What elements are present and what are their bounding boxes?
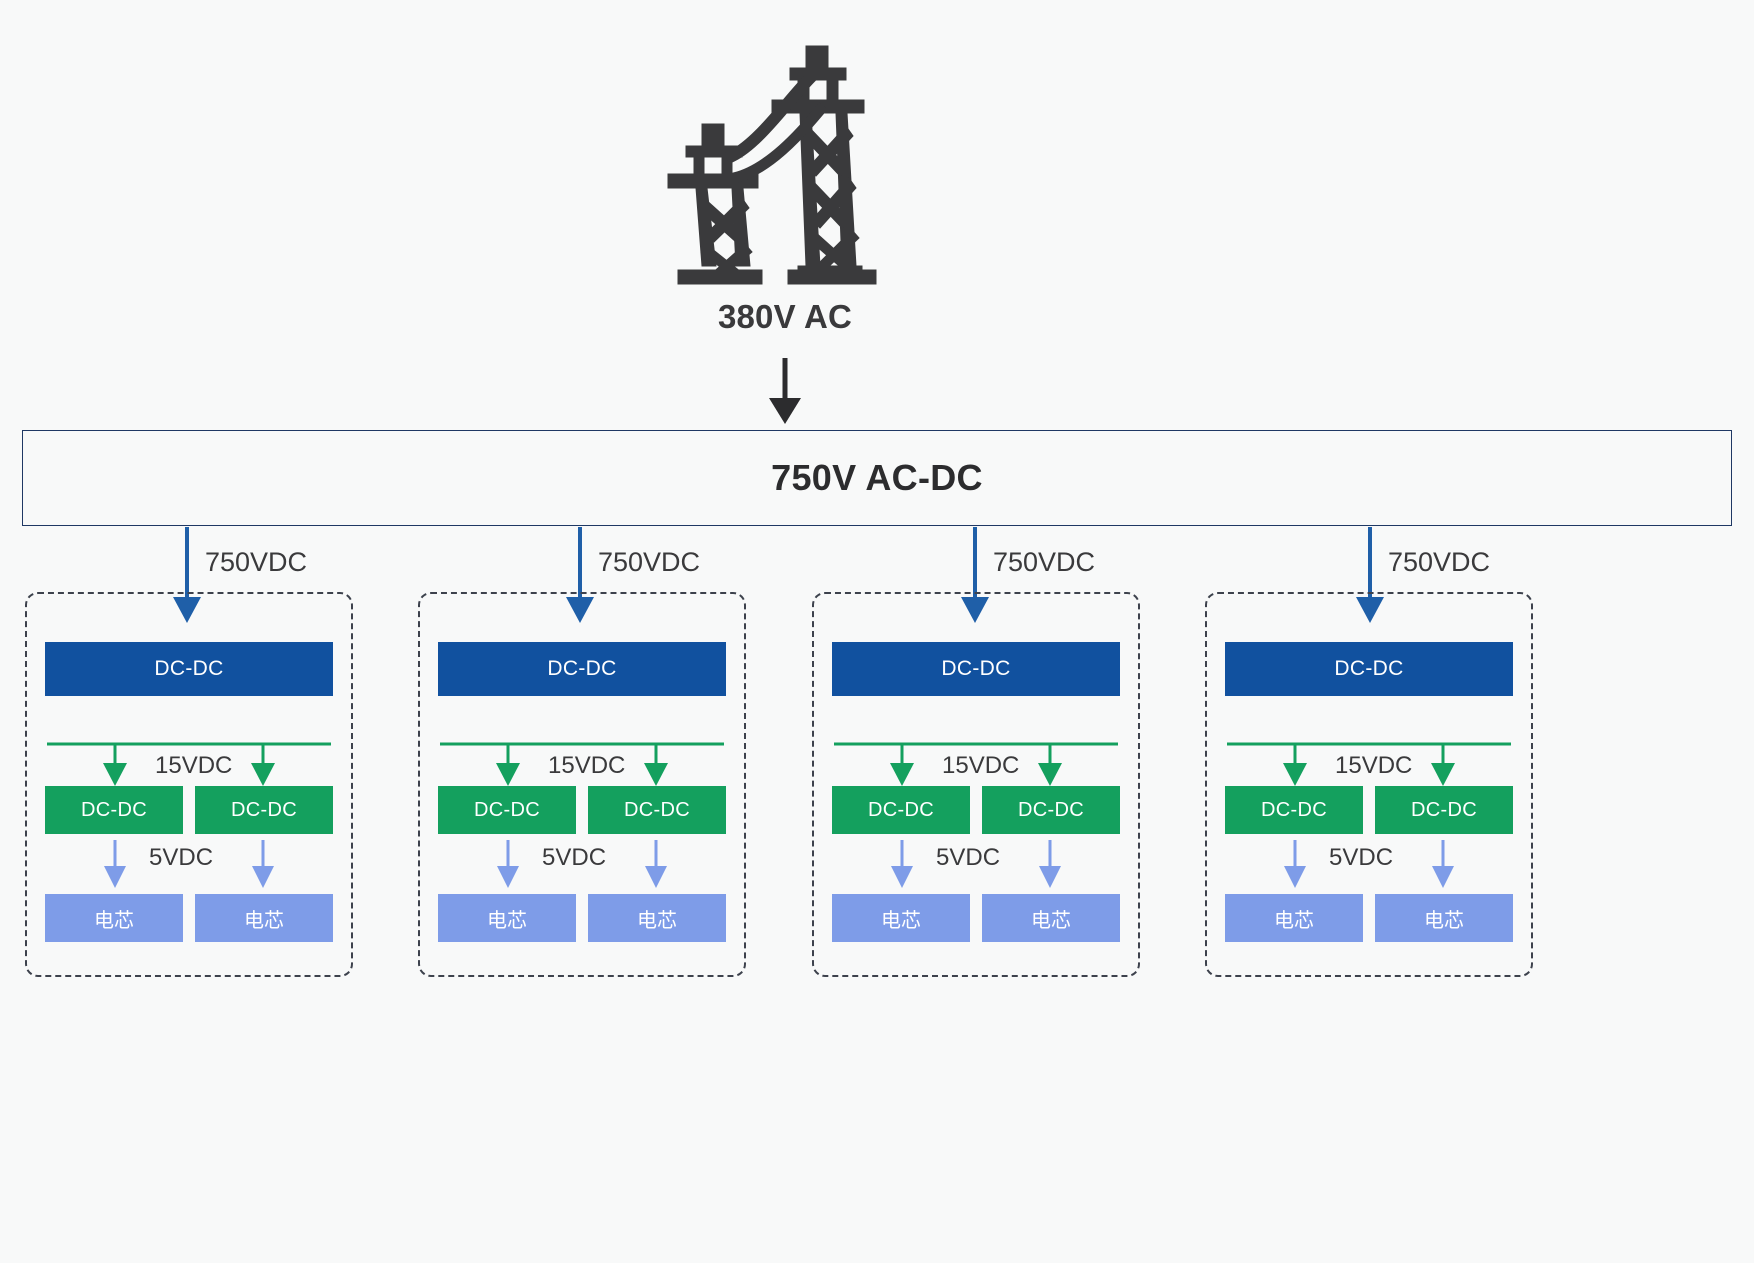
cell-label-2b: 电芯 [637, 909, 677, 932]
secondary-dcdc-3a: DC-DC [832, 786, 970, 834]
primary-dcdc-label-2: DC-DC [547, 657, 617, 680]
cell-label-4b: 电芯 [1424, 909, 1464, 932]
cell-label-3b: 电芯 [1031, 909, 1071, 932]
cell-row-4: 电芯 电芯 [1225, 894, 1513, 942]
bus-label-15vdc-2: 15VDC [548, 752, 626, 779]
bus-label-5vdc-3: 5VDC [936, 844, 1001, 871]
bus-15vdc-3: 15VDC [832, 741, 1120, 793]
module-group-3: DC-DC 15VDC DC-DC DC-DC [812, 592, 1140, 977]
primary-dcdc-label-4: DC-DC [1334, 657, 1404, 680]
bus-5vdc-4: 5VDC [1225, 838, 1513, 894]
cell-label-2a: 电芯 [487, 909, 527, 932]
cell-row-2: 电芯 电芯 [438, 894, 726, 942]
primary-dcdc-3: DC-DC [832, 642, 1120, 696]
bus-5vdc-3: 5VDC [832, 838, 1120, 894]
acdc-converter-box: 750V AC-DC [22, 430, 1732, 526]
bus-label-5vdc-2: 5VDC [542, 844, 607, 871]
arrow-source-to-acdc [760, 358, 810, 426]
bus-label-15vdc-1: 15VDC [155, 752, 233, 779]
cell-2b: 电芯 [588, 894, 726, 942]
cell-label-1a: 电芯 [94, 909, 134, 932]
cell-2a: 电芯 [438, 894, 576, 942]
cell-4a: 电芯 [1225, 894, 1363, 942]
secondary-dcdc-2a: DC-DC [438, 786, 576, 834]
bus-label-5vdc-4: 5VDC [1329, 844, 1394, 871]
bus-label-15vdc-4: 15VDC [1335, 752, 1413, 779]
module-group-2: DC-DC 15VDC DC-DC DC-DC [418, 592, 746, 977]
feeder-2: 750VDC [558, 527, 858, 627]
module-group-1: DC-DC 15VDC DC-DC DC-DC [25, 592, 353, 977]
module-group-4: DC-DC 15VDC DC-DC DC-DC [1205, 592, 1533, 977]
secondary-dcdc-label-2a: DC-DC [474, 798, 540, 821]
secondary-dcdc-label-3b: DC-DC [1018, 798, 1084, 821]
cell-3a: 电芯 [832, 894, 970, 942]
bus-label-15vdc-3: 15VDC [942, 752, 1020, 779]
bus-5vdc-1: 5VDC [45, 838, 333, 894]
cell-1b: 电芯 [195, 894, 333, 942]
cell-row-3: 电芯 电芯 [832, 894, 1120, 942]
secondary-dcdc-row-3: DC-DC DC-DC [832, 786, 1120, 834]
bus-15vdc-2: 15VDC [438, 741, 726, 793]
bus-label-5vdc-1: 5VDC [149, 844, 214, 871]
transmission-tower-icon [660, 38, 910, 286]
secondary-dcdc-label-3a: DC-DC [868, 798, 934, 821]
primary-dcdc-4: DC-DC [1225, 642, 1513, 696]
primary-dcdc-label-3: DC-DC [941, 657, 1011, 680]
cell-label-4a: 电芯 [1274, 909, 1314, 932]
secondary-dcdc-label-1a: DC-DC [81, 798, 147, 821]
cell-row-1: 电芯 电芯 [45, 894, 333, 942]
secondary-dcdc-label-2b: DC-DC [624, 798, 690, 821]
secondary-dcdc-3b: DC-DC [982, 786, 1120, 834]
cell-label-3a: 电芯 [881, 909, 921, 932]
feeder-3: 750VDC [953, 527, 1253, 627]
cell-4b: 电芯 [1375, 894, 1513, 942]
feeder-label-2: 750VDC [598, 547, 701, 577]
secondary-dcdc-row-1: DC-DC DC-DC [45, 786, 333, 834]
feeder-label-3: 750VDC [993, 547, 1096, 577]
bus-5vdc-2: 5VDC [438, 838, 726, 894]
feeder-label-1: 750VDC [205, 547, 308, 577]
acdc-label: 750V AC-DC [771, 457, 983, 498]
primary-dcdc-1: DC-DC [45, 642, 333, 696]
feeder-1: 750VDC [165, 527, 465, 627]
primary-dcdc-2: DC-DC [438, 642, 726, 696]
cell-label-1b: 电芯 [244, 909, 284, 932]
secondary-dcdc-label-4b: DC-DC [1411, 798, 1477, 821]
secondary-dcdc-row-2: DC-DC DC-DC [438, 786, 726, 834]
secondary-dcdc-4b: DC-DC [1375, 786, 1513, 834]
primary-dcdc-label-1: DC-DC [154, 657, 224, 680]
bus-15vdc-1: 15VDC [45, 741, 333, 793]
feeder-4: 750VDC [1348, 527, 1648, 627]
secondary-dcdc-4a: DC-DC [1225, 786, 1363, 834]
secondary-dcdc-label-1b: DC-DC [231, 798, 297, 821]
bus-15vdc-4: 15VDC [1225, 741, 1513, 793]
cell-1a: 电芯 [45, 894, 183, 942]
secondary-dcdc-row-4: DC-DC DC-DC [1225, 786, 1513, 834]
feeder-label-4: 750VDC [1388, 547, 1491, 577]
secondary-dcdc-label-4a: DC-DC [1261, 798, 1327, 821]
secondary-dcdc-1a: DC-DC [45, 786, 183, 834]
secondary-dcdc-1b: DC-DC [195, 786, 333, 834]
secondary-dcdc-2b: DC-DC [588, 786, 726, 834]
source-voltage-label: 380V AC [717, 298, 853, 335]
cell-3b: 电芯 [982, 894, 1120, 942]
